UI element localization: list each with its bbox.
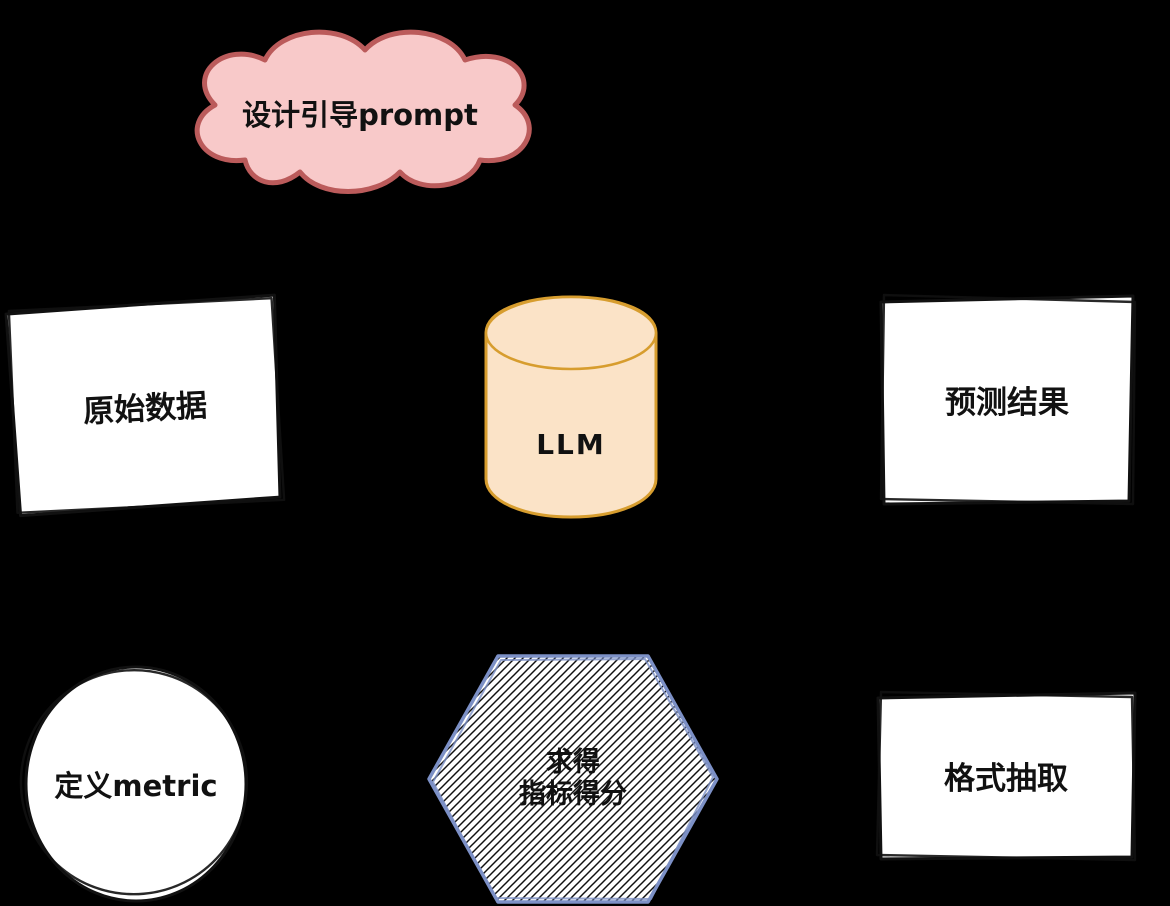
hexagon-hatch-lines [429,656,717,902]
hexagon-stroke-sketch [432,658,714,900]
node-label-format-extract: 格式抽取 [944,761,1068,797]
node-metric-score: 求得 指标得分 [425,652,721,906]
hexagon-stroke [427,654,719,904]
rectangle-icon [4,293,286,518]
cylinder-icon [484,295,658,519]
node-label-prediction: 预测结果 [945,384,1069,421]
node-format-extract: 格式抽取 [872,688,1140,863]
rect-fill [6,295,280,516]
cylinder-top [484,295,658,371]
node-llm: LLM [482,293,660,521]
node-prompt-cloud: 设计引导prompt [170,20,550,205]
node-define-metric: 定义metric [19,662,252,905]
rectangle-icon [879,293,1137,506]
rect-stroke-sketch [875,690,1137,862]
node-prediction-results: 预测结果 [876,290,1138,508]
cloud-icon [194,29,532,194]
node-label-metric-score-line2: 指标得分 [519,779,627,810]
rectangle-icon [875,690,1137,862]
rect-fill [878,693,1135,859]
node-label-define-metric: 定义metric [54,768,218,803]
node-label-metric-score-line1: 求得 [546,746,600,778]
circle-icon [19,665,249,903]
node-label-raw-data: 原始数据 [82,387,209,431]
hexagon-icon [427,654,719,904]
circle-stroke-sketch [19,668,249,896]
rect-fill [881,296,1133,504]
node-raw-data: 原始数据 [0,291,290,520]
node-label-prompt-cloud: 设计引导prompt [242,97,478,132]
rect-stroke-sketch [7,297,286,515]
cloud-shape [194,29,532,194]
node-label-llm: LLM [536,427,606,461]
node-label-metric-score: 求得 指标得分 [519,747,627,812]
rect-stroke-sketch [879,293,1137,506]
